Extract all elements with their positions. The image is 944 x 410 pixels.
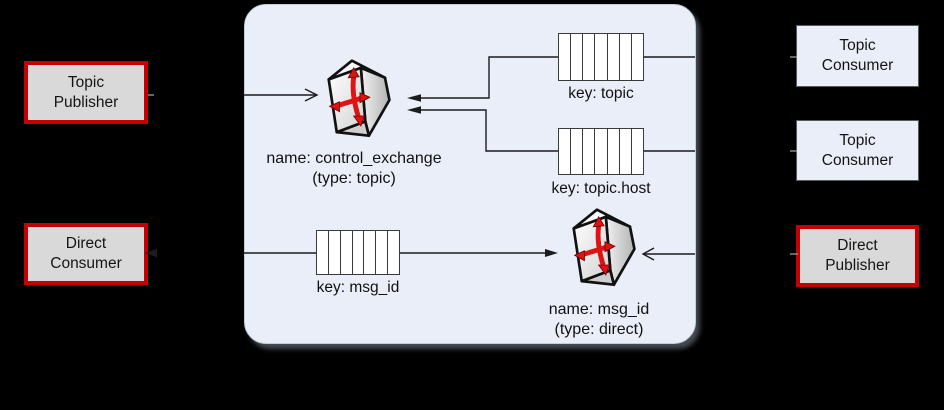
- queue-topic-host-label: key: topic.host: [551, 180, 651, 197]
- queue-topic-host: [558, 128, 644, 175]
- control-exchange-type: (type: topic): [312, 170, 396, 187]
- control-exchange-name: name: control_exchange: [266, 150, 442, 167]
- direct-consumer-label-line2: Consumer: [50, 255, 122, 272]
- topic-consumer-box-1: Topic Consumer: [796, 25, 919, 87]
- queue-cell: [632, 34, 643, 80]
- queue-cell: [583, 129, 596, 174]
- queue-cell: [583, 34, 596, 80]
- direct-publisher-label-line1: Direct: [837, 237, 878, 254]
- queue-cell: [364, 231, 377, 274]
- direct-exchange-name: name: msg_id: [548, 301, 650, 318]
- queue-cell: [595, 34, 608, 80]
- direct-exchange-type: (type: direct): [554, 321, 644, 338]
- topic-consumer-2-label-line1: Topic: [839, 131, 876, 149]
- topic-publisher-label-line1: Topic: [67, 73, 105, 91]
- queue-cell: [608, 129, 620, 174]
- queue-cell: [376, 231, 389, 274]
- topic-publisher-box: Topic Publisher: [24, 61, 148, 124]
- queue-cell: [595, 129, 608, 174]
- queue-cell: [571, 34, 584, 80]
- direct-consumer-label-line1: Direct: [65, 235, 107, 252]
- queue-msg-id: [316, 230, 400, 275]
- queue-cell: [608, 34, 620, 80]
- direct-publisher-box: Direct Publisher: [796, 225, 919, 287]
- topic-consumer-2-label-line2: Consumer: [821, 151, 894, 169]
- control-exchange-label: name: control_exchange (type: topic): [244, 149, 464, 189]
- queue-topic-label: key: topic: [568, 85, 634, 102]
- queue-cell: [341, 231, 353, 274]
- topic-consumer-box-2: Topic Consumer: [796, 120, 919, 181]
- queue-cell: [632, 129, 643, 174]
- queue-cell: [388, 231, 399, 274]
- queue-cell: [317, 231, 329, 274]
- topic-consumer-1-label-line2: Consumer: [821, 57, 894, 74]
- queue-cell: [559, 34, 572, 80]
- queue-cell: [329, 231, 341, 274]
- direct-exchange-label: name: msg_id (type: direct): [489, 300, 709, 340]
- topic-consumer-1-label-line1: Topic: [839, 37, 876, 54]
- control-exchange-icon: [327, 59, 391, 138]
- queue-cell: [571, 129, 584, 174]
- direct-consumer-box: Direct Consumer: [24, 223, 148, 285]
- direct-exchange-icon: [572, 208, 636, 287]
- queue-msg-id-label: key: msg_id: [316, 279, 400, 296]
- queue-cell: [353, 231, 365, 274]
- direct-publisher-label-line2: Publisher: [825, 257, 890, 274]
- topic-publisher-label-line2: Publisher: [53, 93, 119, 111]
- queue-cell: [559, 129, 572, 174]
- queue-cell: [620, 129, 632, 174]
- queue-cell: [620, 34, 632, 80]
- queue-topic: [558, 33, 644, 81]
